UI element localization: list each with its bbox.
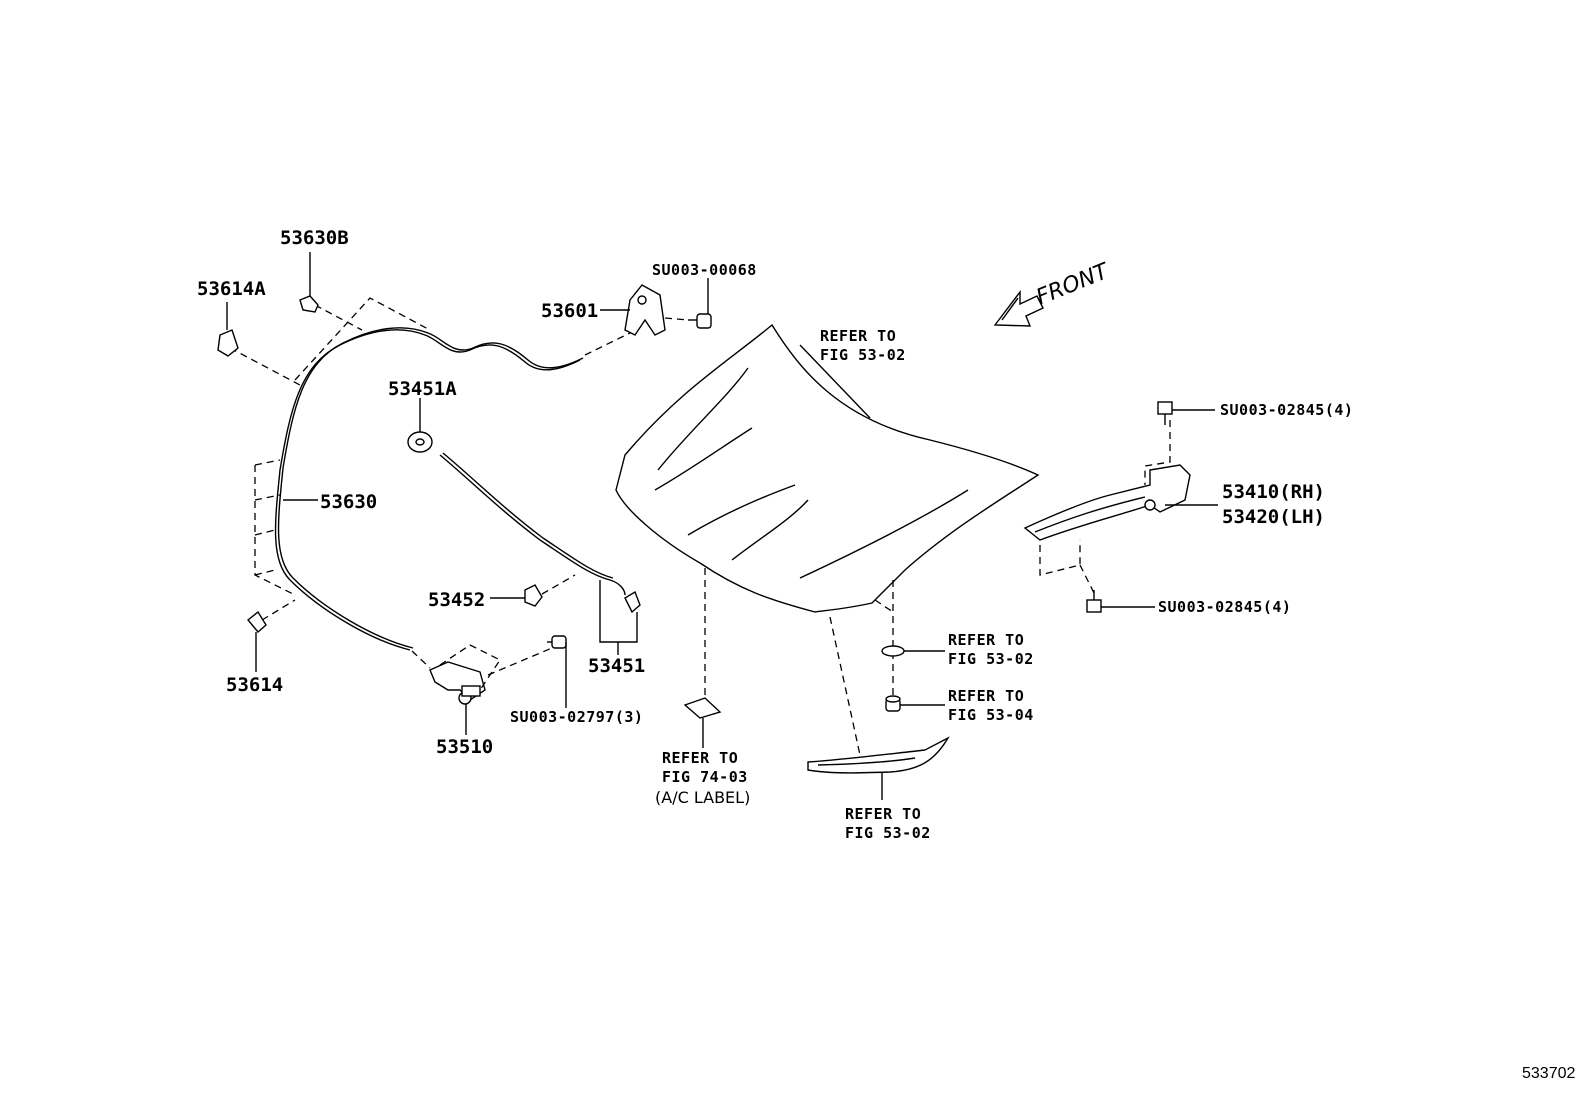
front-label: FRONT xyxy=(1033,259,1113,311)
bolt-icon-top xyxy=(1157,401,1173,425)
hinge-dash-bottom xyxy=(1079,564,1096,596)
label-53601: 53601 xyxy=(541,300,598,322)
label-refer-hood-1: REFER TO xyxy=(820,327,896,345)
label-su003-02845-bottom: SU003-02845(4) xyxy=(1158,598,1291,616)
clip-dash-top xyxy=(294,297,431,381)
clip-dash-53614 xyxy=(261,599,296,621)
label-refer-ac-3: (A/C LABEL) xyxy=(655,788,750,807)
label-refer-ac-1: REFER TO xyxy=(662,749,738,767)
label-53451a: 53451A xyxy=(388,378,457,400)
clip-53630b-icon xyxy=(299,295,319,313)
label-su003-02845-top: SU003-02845(4) xyxy=(1220,401,1353,419)
label-53614: 53614 xyxy=(226,674,283,696)
bolt-icon-bottom xyxy=(1086,590,1102,613)
clip-53614-icon xyxy=(247,610,267,633)
label-su003-00068: SU003-00068 xyxy=(652,261,757,279)
label-su003-02797: SU003-02797(3) xyxy=(510,708,643,726)
seal-ring-icon xyxy=(881,645,905,657)
bolt-icon-02797 xyxy=(547,635,567,649)
label-refer-seal-1: REFER TO xyxy=(948,631,1024,649)
label-refer-insulator-1: REFER TO xyxy=(845,805,921,823)
hood-insulator xyxy=(807,736,950,774)
label-refer-insulator-2: FIG 53-02 xyxy=(845,824,931,842)
hood-lock-cable xyxy=(439,454,626,596)
label-53630b: 53630B xyxy=(280,227,349,249)
hood-panel xyxy=(615,323,1040,613)
hinge-dash-left xyxy=(1039,540,1081,576)
hood-lock xyxy=(429,661,486,705)
hood-leader xyxy=(799,344,871,419)
label-53420: 53420(LH) xyxy=(1222,506,1325,528)
cable-end-icon xyxy=(624,590,641,614)
label-refer-ac-2: FIG 74-03 xyxy=(662,768,748,786)
cable-dash-bottom xyxy=(411,650,431,669)
cushion-icon xyxy=(885,695,901,712)
seal-dash-2 xyxy=(874,599,894,613)
hood-hinge xyxy=(1023,464,1191,541)
label-53510: 53510 xyxy=(436,736,493,758)
clip-53614a-icon xyxy=(217,329,239,357)
label-refer-cushion-2: FIG 53-04 xyxy=(948,706,1034,724)
screw-icon-00068 xyxy=(688,313,712,329)
label-53630: 53630 xyxy=(320,491,377,513)
cable-dash-top xyxy=(584,332,631,356)
clip-dash-53630b xyxy=(314,304,363,331)
label-refer-seal-2: FIG 53-02 xyxy=(948,650,1034,668)
label-refer-hood-2: FIG 53-02 xyxy=(820,346,906,364)
label-53451: 53451 xyxy=(588,655,645,677)
label-53614a: 53614A xyxy=(197,278,266,300)
label-refer-cushion-1: REFER TO xyxy=(948,687,1024,705)
diagram-code: 533702 xyxy=(1522,1065,1575,1082)
clip-53452-icon xyxy=(524,584,543,607)
label-53452: 53452 xyxy=(428,589,485,611)
release-lever xyxy=(624,284,666,336)
front-arrow-icon xyxy=(993,289,1044,327)
ac-label-icon xyxy=(683,697,722,719)
insulator-dash xyxy=(829,616,861,756)
hinge-dash-top xyxy=(1144,420,1171,485)
grommet-53451a-icon xyxy=(407,431,433,453)
label-53410: 53410(RH) xyxy=(1222,481,1325,503)
clip-dash-53614a xyxy=(229,347,301,386)
